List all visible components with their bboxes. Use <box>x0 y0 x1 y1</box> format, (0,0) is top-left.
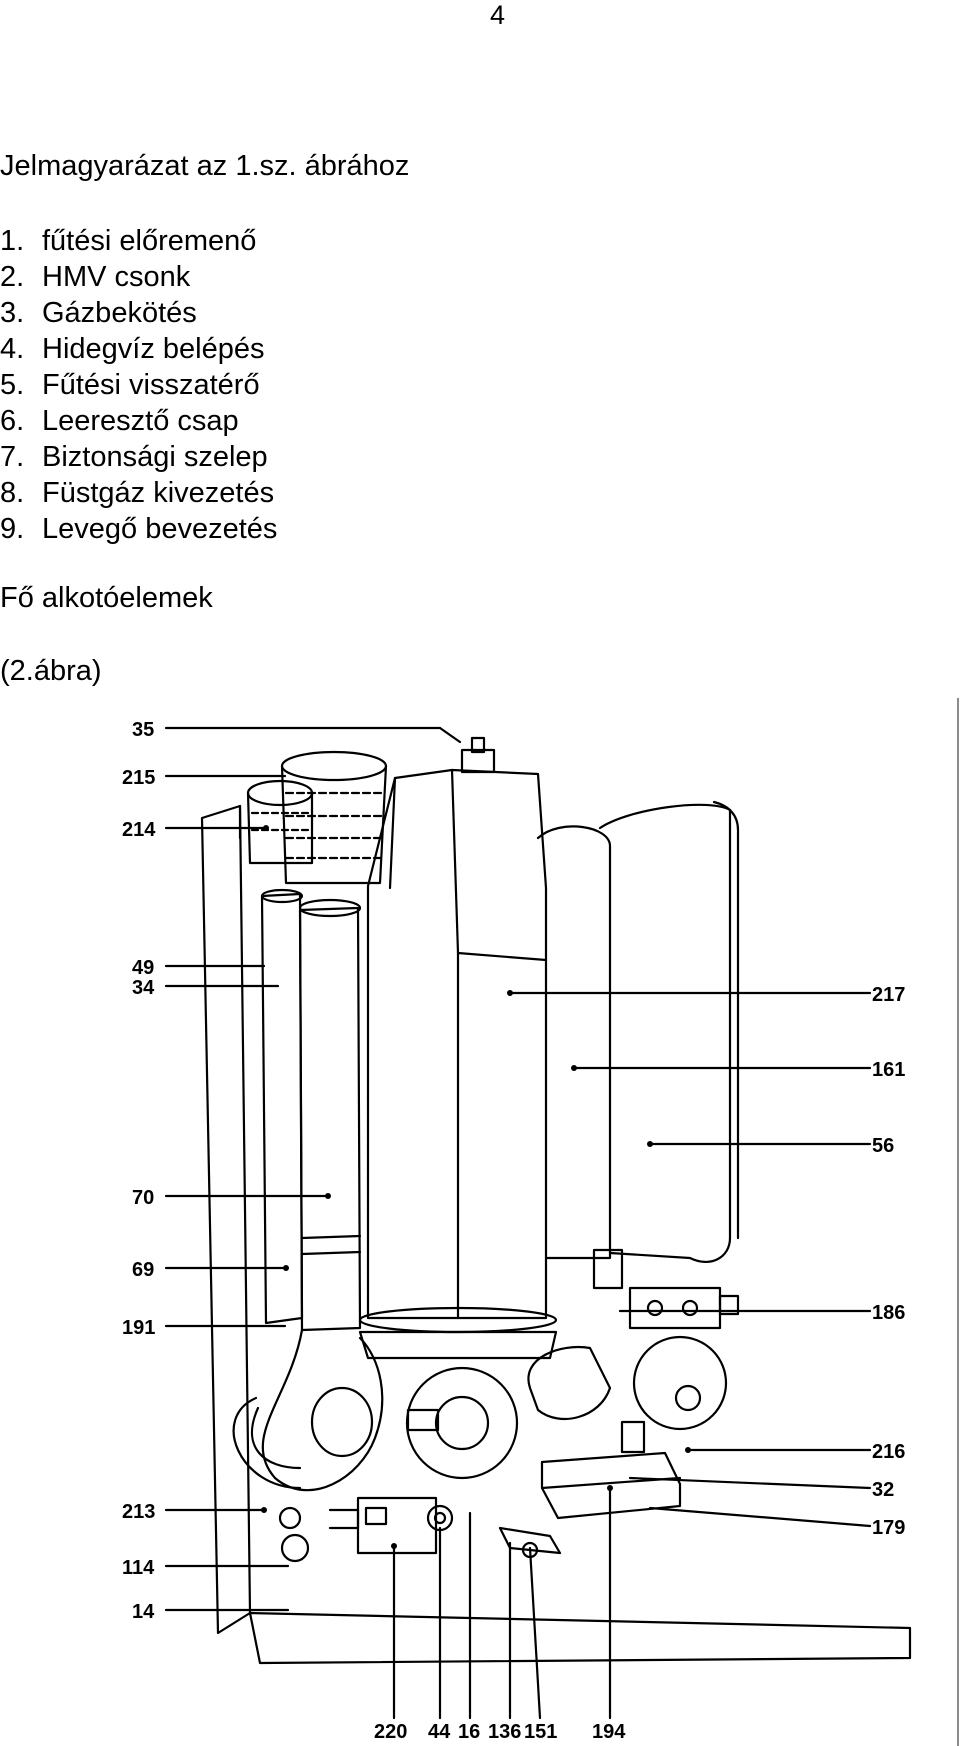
page-number: 4 <box>490 0 506 30</box>
legend-item-number: 3. <box>0 297 25 329</box>
legend-item: 3. Gázbekötés <box>0 295 277 331</box>
legend-item-number: 6. <box>0 405 25 437</box>
legend-item-text: Levegő bevezetés <box>42 513 278 545</box>
legend-item-number: 8. <box>0 477 25 509</box>
legend-item-text: Gázbekötés <box>42 297 197 329</box>
callout-label: 220 <box>374 1721 407 1743</box>
callout-label: 214 <box>122 819 156 841</box>
callout-label: 56 <box>872 1135 894 1157</box>
legend-item-number: 5. <box>0 369 25 401</box>
legend-item-text: fűtési előremenő <box>42 225 257 257</box>
callout-label: 161 <box>872 1059 905 1081</box>
boiler-drawing: 35 215 214 49 34 70 69 191 213 114 14 21… <box>122 698 959 1746</box>
gas-valve <box>356 1496 438 1555</box>
callout-label: 191 <box>122 1317 155 1339</box>
legend-item-text: Hidegvíz belépés <box>42 333 265 365</box>
hydraulic-block <box>527 1346 612 1421</box>
callout-label: 14 <box>132 1601 155 1623</box>
circulation-pump <box>632 1335 728 1431</box>
legend-item-number: 4. <box>0 333 25 365</box>
safety-valve <box>280 1533 310 1563</box>
callout-label: 49 <box>132 957 154 979</box>
callout-label: 213 <box>122 1501 155 1523</box>
boiler-diagram: 35 215 214 49 34 70 69 191 213 114 14 21… <box>90 698 960 1746</box>
flue-duct-top <box>280 750 388 782</box>
figure-caption: (2.ábra) <box>0 655 102 687</box>
callout-label: 151 <box>524 1721 557 1743</box>
callout-label: 34 <box>132 977 155 999</box>
section-title: Fő alkotóelemek <box>0 582 213 614</box>
callout-label: 136 <box>488 1721 521 1743</box>
elbow-pipe-a <box>261 1328 384 1492</box>
legend-item: 1. fűtési előremenő <box>0 223 277 259</box>
callout-label: 114 <box>122 1557 155 1579</box>
callout-label: 217 <box>872 984 905 1006</box>
legend-item-number: 9. <box>0 513 25 545</box>
legend-item: 5. Fűtési visszatérő <box>0 367 277 403</box>
legend-item-text: Fűtési visszatérő <box>42 369 260 401</box>
legend-item: 6. Leeresztő csap <box>0 403 277 439</box>
callout-label: 215 <box>122 767 155 789</box>
combustion-chamber <box>366 768 548 1320</box>
drain-valve <box>278 1506 302 1530</box>
heat-exchanger-housing <box>536 825 612 1260</box>
callout-label: 44 <box>428 1721 451 1743</box>
legend-item: 4. Hidegvíz belépés <box>0 331 277 367</box>
vent-valve <box>460 748 496 774</box>
callout-label: 69 <box>132 1259 154 1281</box>
legend-item-text: Biztonsági szelep <box>42 441 268 473</box>
legend-title: Jelmagyarázat az 1.sz. ábrához <box>0 150 410 182</box>
legend-list: 1. fűtési előremenő 2. HMV csonk 3. Gázbekö… <box>0 223 277 547</box>
expansion-vessel <box>598 803 732 1263</box>
callout-label: 16 <box>458 1721 480 1743</box>
left-pipe <box>260 892 304 1325</box>
legend-item-text: Leeresztő csap <box>42 405 239 437</box>
callout-label: 194 <box>592 1721 626 1743</box>
legend-item: 7. Biztonsági szelep <box>0 439 277 475</box>
callout-label: 179 <box>872 1517 905 1539</box>
legend-item-number: 1. <box>0 225 25 257</box>
legend-item: 8. Füstgáz kivezetés <box>0 475 277 511</box>
callout-label: 216 <box>872 1441 905 1463</box>
elbow-pipe-b <box>310 1386 374 1458</box>
callout-label: 186 <box>872 1302 905 1324</box>
legend-item-number: 2. <box>0 261 25 293</box>
legend-item-text: HMV csonk <box>42 261 191 293</box>
three-way-valve <box>628 1286 722 1330</box>
central-flue-pipe <box>298 906 362 1332</box>
legend-item-text: Füstgáz kivezetés <box>42 477 275 509</box>
legend-item: 9. Levegő bevezetés <box>0 511 277 547</box>
callout-label: 32 <box>872 1479 894 1501</box>
fan-housing <box>405 1366 519 1480</box>
callout-label: 70 <box>132 1187 154 1209</box>
gas-valve-knob <box>426 1504 454 1532</box>
base-plate <box>248 1611 912 1665</box>
legend-item: 2. HMV csonk <box>0 259 277 295</box>
legend-item-number: 7. <box>0 441 25 473</box>
callout-label: 35 <box>132 719 154 741</box>
